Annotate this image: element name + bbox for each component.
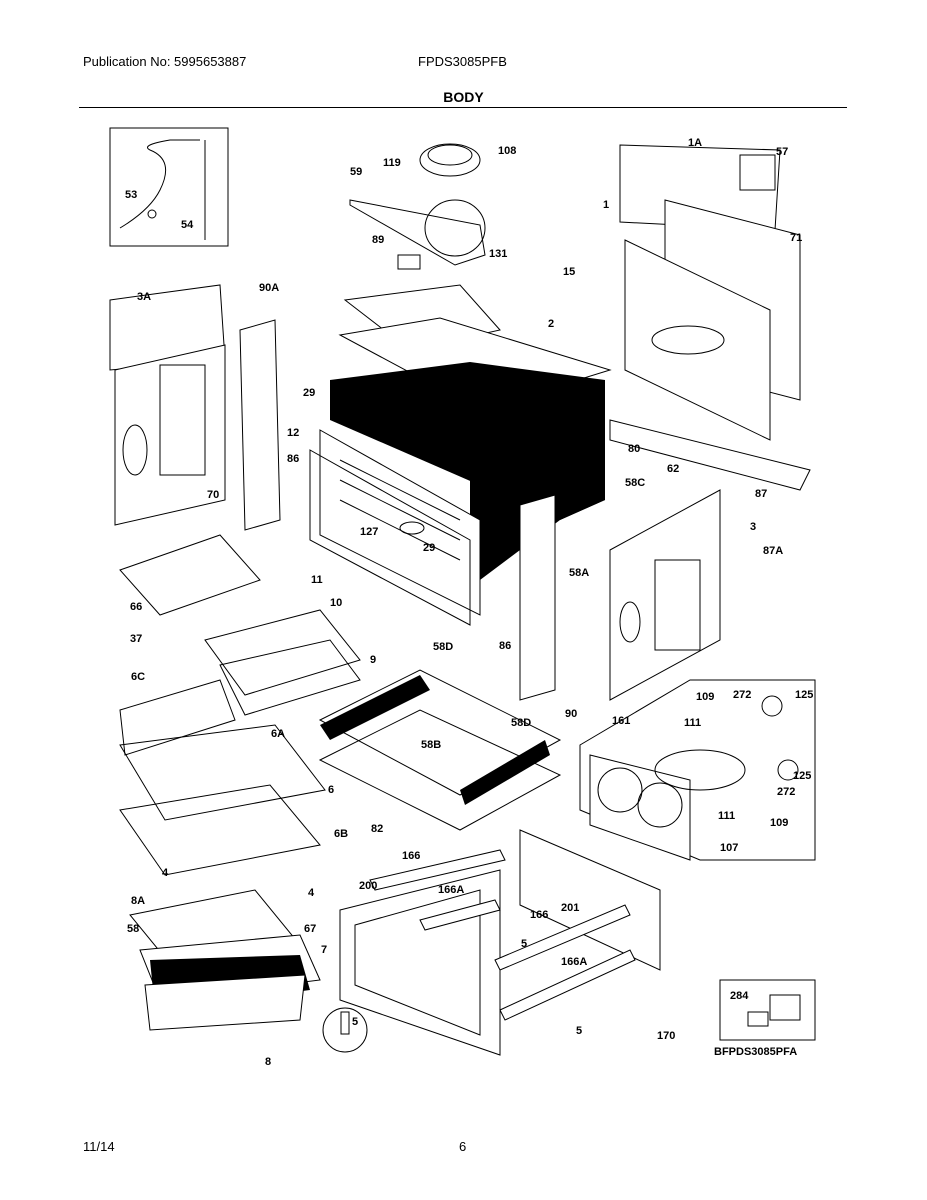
- callout-2: 2: [548, 318, 554, 330]
- callout-109: 109: [696, 691, 714, 703]
- callout-15: 15: [563, 266, 575, 278]
- callout-80: 80: [628, 443, 640, 455]
- callout-111: 111: [684, 717, 701, 729]
- callout-4: 4: [162, 867, 169, 879]
- left-side-panels: [109, 284, 281, 531]
- callout-272b: 272: [777, 786, 795, 798]
- callout-12: 12: [287, 427, 299, 439]
- callout-86b: 86: [499, 640, 511, 652]
- callout-8: 8: [265, 1056, 271, 1068]
- callout-170: 170: [657, 1030, 675, 1042]
- callout-166b: 166: [530, 909, 548, 921]
- callout-90: 90: [565, 708, 577, 720]
- page-title: BODY: [443, 89, 484, 105]
- callout-119: 119: [383, 157, 401, 169]
- callout-161: 161: [612, 715, 630, 727]
- callout-58C: 58C: [625, 477, 645, 489]
- callout-82: 82: [371, 823, 383, 835]
- callout-107: 107: [720, 842, 738, 854]
- callout-108: 108: [498, 145, 516, 157]
- callout-29: 29: [303, 387, 315, 399]
- callout-10: 10: [330, 597, 342, 609]
- callout-11: 11: [311, 574, 323, 586]
- callout-70: 70: [207, 489, 219, 501]
- callout-111b: 111: [718, 810, 735, 822]
- callout-labels: 53 54 108 119 59 89 131 15 2 1A 57 1 71 …: [125, 137, 813, 1068]
- callout-87: 87: [755, 488, 767, 500]
- right-lower-panel: [609, 489, 721, 701]
- callout-87A: 87A: [763, 545, 783, 557]
- callout-6B: 6B: [334, 828, 348, 840]
- oven-cavity: [309, 362, 605, 626]
- callout-1: 1: [603, 199, 609, 211]
- callout-3A: 3A: [137, 291, 151, 303]
- callout-57: 57: [776, 146, 788, 158]
- callout-86: 86: [287, 453, 299, 465]
- callout-4b: 4: [308, 887, 315, 899]
- callout-37: 37: [130, 633, 142, 645]
- callout-109b: 109: [770, 817, 788, 829]
- part-284-inset: [719, 979, 816, 1041]
- callout-131: 131: [489, 248, 507, 260]
- callout-54: 54: [181, 219, 194, 231]
- callout-166: 166: [402, 850, 420, 862]
- convection-fan-top: [349, 143, 486, 270]
- callout-201: 201: [561, 902, 579, 914]
- callout-58B: 58B: [421, 739, 441, 751]
- diagram-code: BFPDS3085PFA: [714, 1046, 797, 1058]
- callout-3: 3: [750, 521, 756, 533]
- bottom-frame: [318, 494, 562, 831]
- callout-8A: 8A: [131, 895, 145, 907]
- right-side-panels: [609, 144, 811, 491]
- callout-5b: 5: [576, 1025, 582, 1037]
- callout-58D: 58D: [433, 641, 453, 653]
- callout-200: 200: [359, 880, 377, 892]
- callout-29b: 29: [423, 542, 435, 554]
- callout-67: 67: [304, 923, 316, 935]
- drawer-assembly: [322, 829, 661, 1056]
- callout-6: 6: [328, 784, 334, 796]
- page-number: 6: [459, 1139, 467, 1154]
- sensor-inset: [109, 127, 229, 247]
- callout-62: 62: [667, 463, 679, 475]
- convection-inset: [579, 679, 816, 861]
- callout-166A: 166A: [438, 884, 464, 896]
- callout-58A: 58A: [569, 567, 589, 579]
- callout-6A: 6A: [271, 728, 285, 740]
- callout-6C: 6C: [131, 671, 145, 683]
- racks-and-elements: [119, 534, 361, 1031]
- callout-59: 59: [350, 166, 362, 178]
- callout-127: 127: [360, 526, 378, 538]
- callout-9: 9: [370, 654, 376, 666]
- callout-125b: 125: [793, 770, 811, 782]
- callout-53: 53: [125, 189, 137, 201]
- callout-66: 66: [130, 601, 142, 613]
- callout-125: 125: [795, 689, 813, 701]
- header-rule: [79, 107, 847, 108]
- callout-71: 71: [790, 232, 802, 244]
- callout-5c: 5: [352, 1016, 358, 1028]
- callout-7: 7: [321, 944, 327, 956]
- callout-1A: 1A: [688, 137, 702, 149]
- callout-58Db: 58D: [511, 717, 531, 729]
- model-number: FPDS3085PFB: [418, 54, 507, 69]
- callout-90A: 90A: [259, 282, 279, 294]
- callout-89: 89: [372, 234, 384, 246]
- publication-number: Publication No: 5995653887: [83, 54, 247, 69]
- callout-284: 284: [730, 990, 749, 1002]
- callout-272: 272: [733, 689, 751, 701]
- callout-166Ab: 166A: [561, 956, 587, 968]
- footer-date: 11/14: [83, 1139, 115, 1154]
- callout-5: 5: [521, 938, 527, 950]
- callout-58: 58: [127, 923, 139, 935]
